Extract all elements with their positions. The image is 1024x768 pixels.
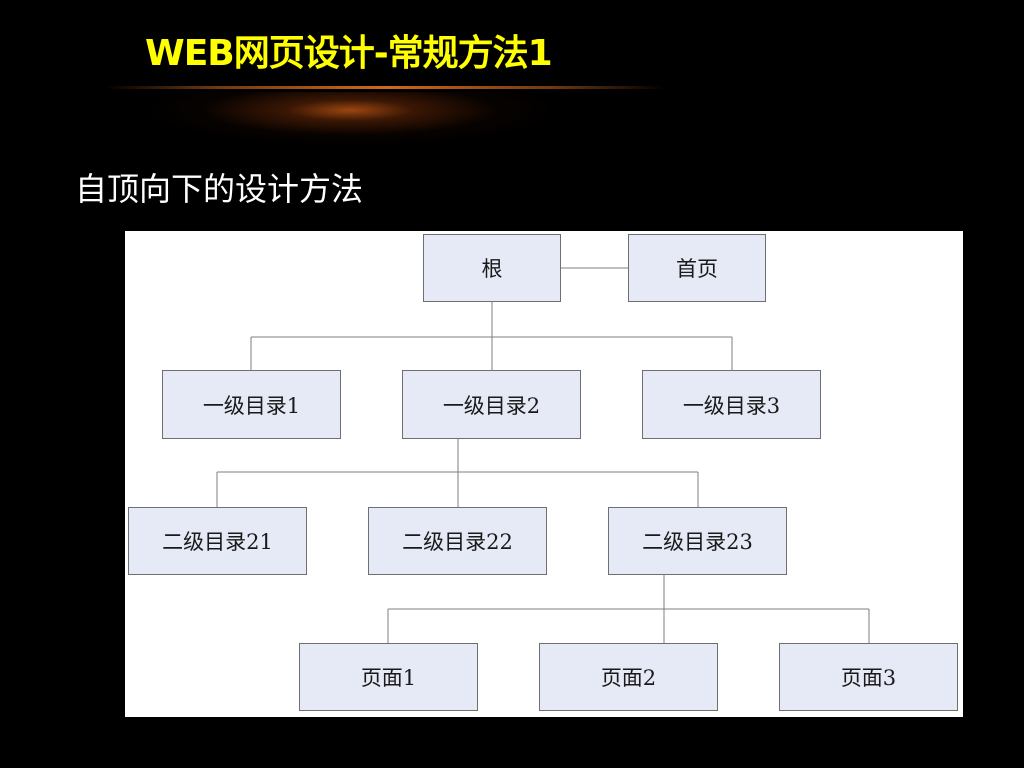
node-root: 根 bbox=[423, 234, 561, 302]
node-home: 首页 bbox=[628, 234, 766, 302]
node-page-3: 页面3 bbox=[779, 643, 958, 711]
node-level2-21: 二级目录21 bbox=[128, 507, 307, 575]
title-underline bbox=[105, 86, 665, 89]
node-level2-22: 二级目录22 bbox=[368, 507, 547, 575]
slide-subtitle: 自顶向下的设计方法 bbox=[75, 170, 364, 208]
site-structure-diagram: 根 首页 一级目录1 一级目录2 一级目录3 二级目录21 二级目录22 二级目… bbox=[125, 231, 963, 717]
node-level1-1: 一级目录1 bbox=[162, 370, 341, 439]
node-level1-3: 一级目录3 bbox=[642, 370, 821, 439]
node-level2-23: 二级目录23 bbox=[608, 507, 787, 575]
slide-title: WEB网页设计-常规方法1 bbox=[145, 33, 553, 74]
node-page-2: 页面2 bbox=[539, 643, 718, 711]
connector-lines bbox=[216, 267, 870, 643]
node-level1-2: 一级目录2 bbox=[402, 370, 581, 439]
title-glow bbox=[150, 92, 550, 144]
node-page-1: 页面1 bbox=[299, 643, 478, 711]
